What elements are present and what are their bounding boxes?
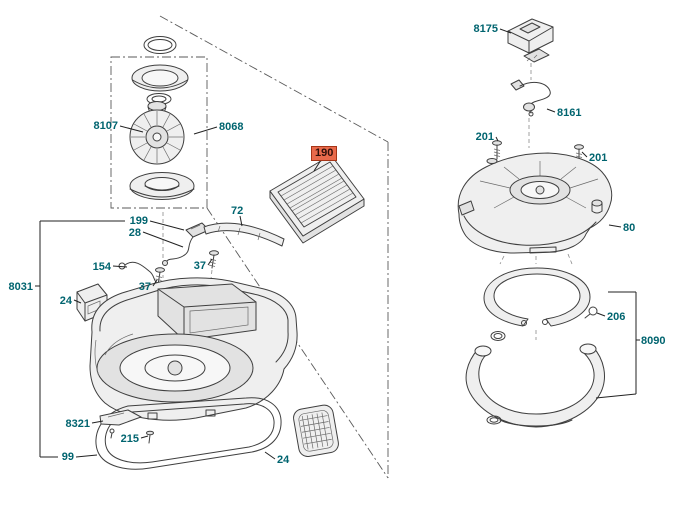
part-label-190-highlighted[interactable]: 190 (311, 146, 338, 161)
part-label-80[interactable]: 80 (623, 222, 636, 234)
part-label-201-b[interactable]: 201 (589, 152, 608, 164)
screw-part-37b (208, 250, 219, 269)
motor-assembly-part (129, 36, 195, 200)
cable-grommet-part (510, 79, 551, 117)
part-label-8107[interactable]: 8107 (93, 120, 118, 132)
screw-part-201a (492, 140, 502, 160)
part-label-199[interactable]: 199 (129, 215, 148, 227)
switch-part (507, 18, 554, 63)
motor-cover-part (457, 152, 613, 254)
part-label-201-a[interactable]: 201 (475, 131, 494, 143)
part-label-72[interactable]: 72 (231, 205, 244, 217)
fastener-parts (99, 409, 154, 444)
part-label-215[interactable]: 215 (120, 433, 139, 445)
leader-lines (73, 28, 622, 460)
part-label-28[interactable]: 28 (128, 227, 141, 239)
air-filter-part (269, 154, 365, 244)
part-label-8321[interactable]: 8321 (65, 418, 90, 430)
main-housing-part (89, 277, 298, 421)
part-label-154[interactable]: 154 (92, 261, 111, 273)
part-label-8161[interactable]: 8161 (557, 107, 582, 119)
part-label-24-a[interactable]: 24 (59, 295, 72, 307)
part-label-37-b[interactable]: 37 (193, 260, 206, 272)
part-label-8175[interactable]: 8175 (473, 23, 498, 35)
group-bracket-lines (35, 220, 640, 458)
clamp-ring-part (483, 267, 591, 327)
part-label-37-a[interactable]: 37 (138, 281, 151, 293)
part-label-8068[interactable]: 8068 (219, 121, 244, 133)
part-label-8031[interactable]: 8031 (8, 281, 33, 293)
clip-part (584, 306, 598, 319)
hose-guard-part (465, 331, 605, 428)
sealing-strip-part (203, 222, 285, 247)
base-seal-part (95, 397, 282, 470)
part-label-8090[interactable]: 8090 (641, 335, 666, 347)
boundary-lines (110, 15, 389, 479)
part-label-24-b[interactable]: 24 (277, 454, 290, 466)
part-label-99[interactable]: 99 (61, 451, 74, 463)
vent-grille-part (293, 404, 339, 458)
part-label-206[interactable]: 206 (607, 311, 626, 323)
